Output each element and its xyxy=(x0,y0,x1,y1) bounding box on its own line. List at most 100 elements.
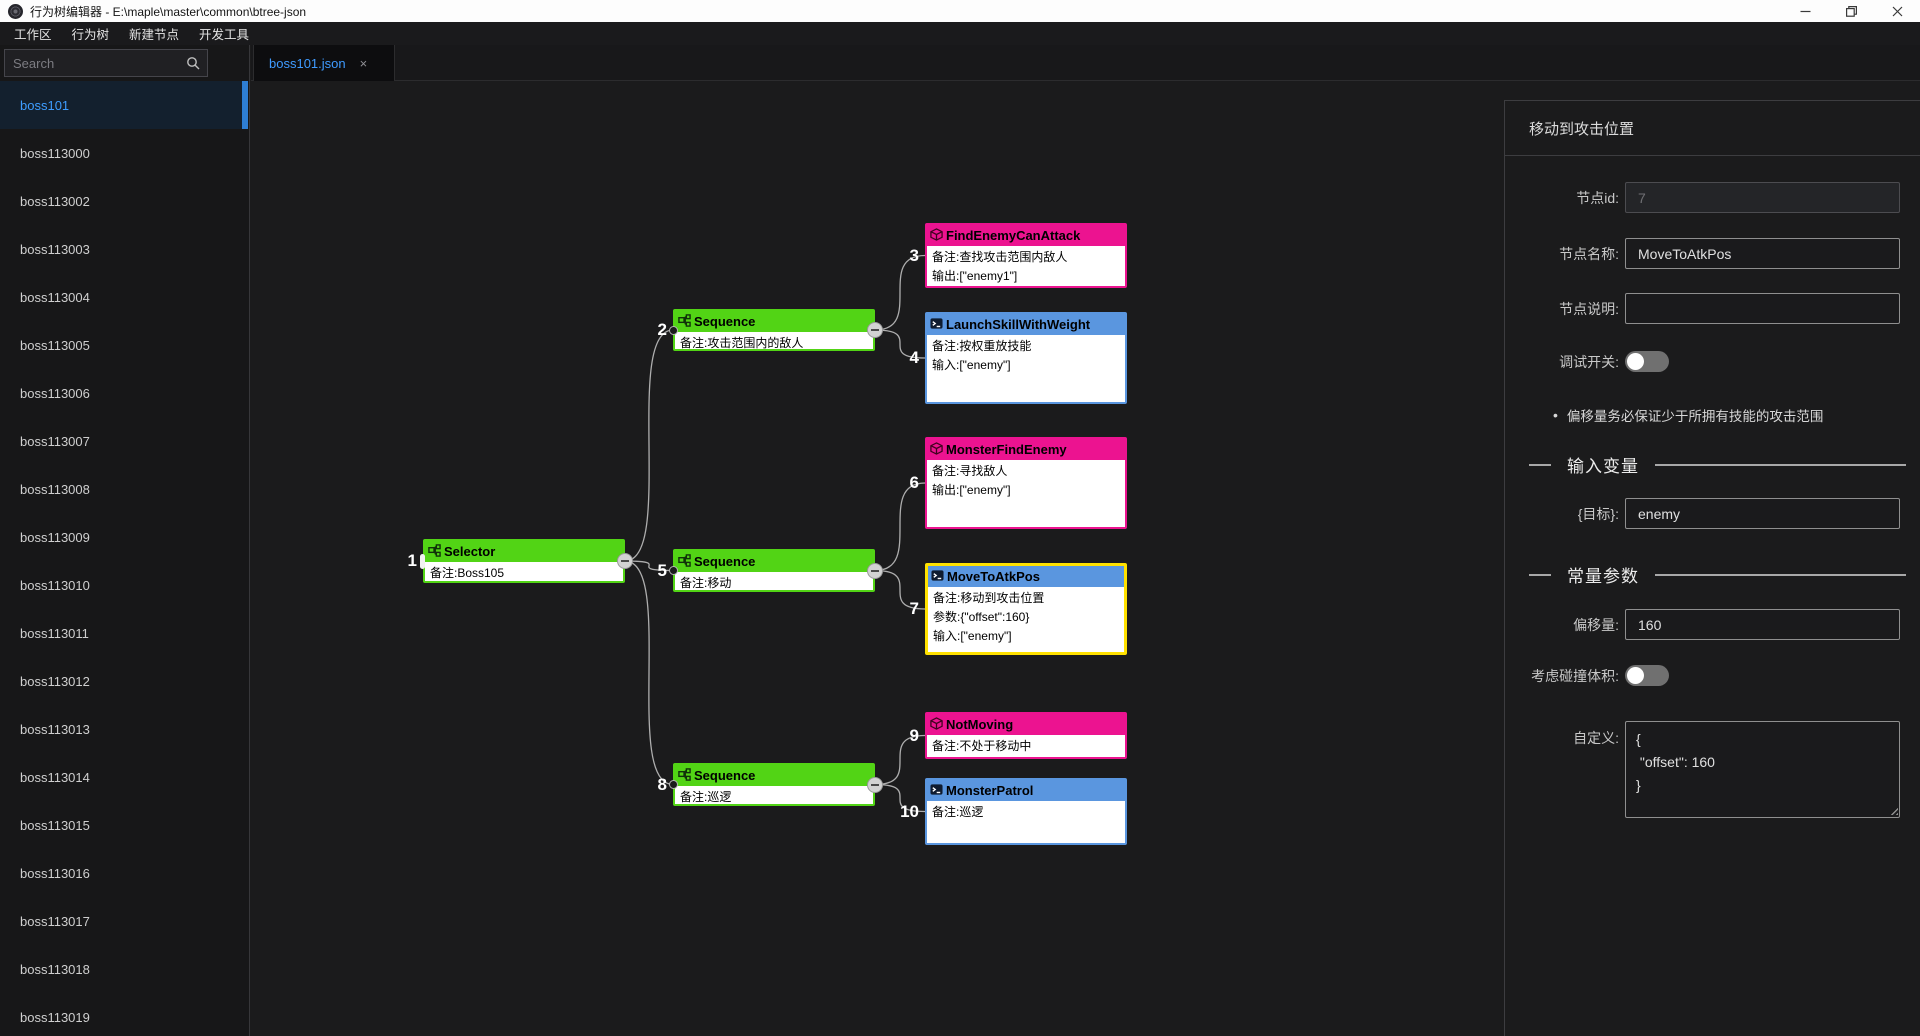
sidebar-item-boss113017[interactable]: boss113017 xyxy=(0,897,248,945)
sidebar-item-label: boss113002 xyxy=(20,193,90,209)
sidebar-item-boss113013[interactable]: boss113013 xyxy=(0,705,248,753)
node-body-line: 备注:Boss105 xyxy=(430,566,505,580)
cube-icon xyxy=(930,441,943,458)
sidebar-item-label: boss113005 xyxy=(20,337,90,353)
tab-boss101-json[interactable]: boss101.json × xyxy=(253,45,395,81)
menu-item[interactable]: 工作区 xyxy=(14,28,52,42)
input-port-icon xyxy=(669,780,678,789)
node-body: 备注:Boss105 xyxy=(425,562,623,583)
restore-icon xyxy=(1845,5,1857,17)
node-header: MonsterPatrol xyxy=(927,780,1125,801)
sidebar-item-boss113003[interactable]: boss113003 xyxy=(0,225,248,273)
node-body-line: 输出:["enemy"] xyxy=(932,483,1011,497)
sidebar-item-boss113009[interactable]: boss113009 xyxy=(0,513,248,561)
node-header: Sequence xyxy=(675,311,873,332)
menu-item[interactable]: 开发工具 xyxy=(199,28,250,42)
sidebar-item-boss113010[interactable]: boss113010 xyxy=(0,561,248,609)
sidebar-item-boss113006[interactable]: boss113006 xyxy=(0,369,248,417)
hierarchy-icon xyxy=(428,543,441,560)
node-header: MonsterFindEnemy xyxy=(927,439,1125,460)
note-text: 偏移量务必保证少于所拥有技能的攻击范围 xyxy=(1566,409,1824,424)
tree-node-MonsterPatrol[interactable]: MonsterPatrol 备注:巡逻 xyxy=(925,778,1127,845)
sidebar-item-boss113019[interactable]: boss113019 xyxy=(0,993,248,1036)
node-body-line: 备注:不处于移动中 xyxy=(932,739,1032,753)
minimize-button[interactable] xyxy=(1782,0,1828,22)
node-header: MoveToAtkPos xyxy=(928,566,1124,587)
node-body-line: 备注:按权重放技能 xyxy=(932,339,1032,353)
sidebar-item-boss113018[interactable]: boss113018 xyxy=(0,945,248,993)
offset-label: 偏移量: xyxy=(1573,616,1619,633)
sidebar-item-boss113005[interactable]: boss113005 xyxy=(0,321,248,369)
tree-node-LaunchSkillWithWeight[interactable]: LaunchSkillWithWeight 备注:按权重放技能输入:["enemy… xyxy=(925,312,1127,404)
cube-icon xyxy=(930,716,943,733)
node-order-number: 8 xyxy=(657,774,667,794)
node-header: LaunchSkillWithWeight xyxy=(927,314,1125,335)
menu-item[interactable]: 新建节点 xyxy=(129,28,180,42)
sidebar-item-label: boss113013 xyxy=(20,721,90,737)
close-button[interactable] xyxy=(1874,0,1920,22)
search-button[interactable] xyxy=(178,49,208,77)
sidebar-item-label: boss113014 xyxy=(20,769,90,785)
collision-toggle[interactable] xyxy=(1625,665,1669,686)
tab-close-icon[interactable]: × xyxy=(359,55,368,71)
sidebar-item-boss113011[interactable]: boss113011 xyxy=(0,609,248,657)
target-label: {目标}: xyxy=(1577,505,1619,522)
node-body-line: 备注:巡逻 xyxy=(932,805,984,819)
collapse-port[interactable] xyxy=(867,322,883,338)
window-title: 行为树编辑器 - E:\maple\master\common\btree-js… xyxy=(30,4,307,19)
node-name-input[interactable] xyxy=(1625,238,1900,269)
custom-json-textarea[interactable]: { "offset": 160 } xyxy=(1625,721,1900,818)
sidebar-item-label: boss113012 xyxy=(20,673,90,689)
node-title: LaunchSkillWithWeight xyxy=(946,317,1091,332)
custom-label: 自定义: xyxy=(1573,730,1619,746)
sidebar-item-boss113015[interactable]: boss113015 xyxy=(0,801,248,849)
menu-bar: 工作区 行为树 新建节点 开发工具 xyxy=(0,22,1920,45)
collapse-port[interactable] xyxy=(617,553,633,569)
resize-grip-icon[interactable] xyxy=(1888,805,1898,815)
sidebar-item-label: boss113015 xyxy=(20,817,90,833)
target-input[interactable] xyxy=(1625,498,1900,529)
offset-input[interactable] xyxy=(1625,609,1900,640)
sidebar-item-label: boss113003 xyxy=(20,241,90,257)
sidebar-item-boss113016[interactable]: boss113016 xyxy=(0,849,248,897)
tree-node-MonsterFindEnemy[interactable]: MonsterFindEnemy 备注:寻找敌人输出:["enemy"] xyxy=(925,437,1127,529)
node-header: Sequence xyxy=(675,765,873,786)
node-order-number: 4 xyxy=(909,348,919,367)
sidebar-item-boss113000[interactable]: boss113000 xyxy=(0,129,248,177)
node-order-number: 1 xyxy=(407,551,417,570)
debug-toggle[interactable] xyxy=(1625,351,1669,372)
sidebar-item-boss113002[interactable]: boss113002 xyxy=(0,177,248,225)
node-body: 备注:移动 xyxy=(675,572,873,593)
collapse-port[interactable] xyxy=(867,562,883,579)
node-order-number: 5 xyxy=(657,560,667,580)
node-name-label: 节点名称: xyxy=(1559,245,1619,262)
node-order-number: 9 xyxy=(909,725,919,745)
toggle-knob xyxy=(1627,667,1644,684)
node-body-line: 输入:["enemy"] xyxy=(932,358,1011,372)
sidebar-item-boss101[interactable]: boss101 xyxy=(0,81,248,129)
node-body-line: 备注:寻找敌人 xyxy=(932,464,1008,478)
sidebar-item-boss113014[interactable]: boss113014 xyxy=(0,753,248,801)
title-bar: 行为树编辑器 - E:\maple\master\common\btree-js… xyxy=(0,0,1920,22)
search-input[interactable] xyxy=(4,49,179,77)
restore-button[interactable] xyxy=(1828,0,1874,22)
menu-item[interactable]: 行为树 xyxy=(71,28,110,42)
sidebar-item-boss113004[interactable]: boss113004 xyxy=(0,273,248,321)
collapse-port[interactable] xyxy=(867,776,883,793)
sidebar-item-boss113012[interactable]: boss113012 xyxy=(0,657,248,705)
input-port-icon xyxy=(669,325,678,335)
node-title: Sequence xyxy=(694,314,756,329)
sidebar-item-boss113007[interactable]: boss113007 xyxy=(0,417,248,465)
node-desc-input[interactable] xyxy=(1625,293,1900,324)
sidebar-item-boss113008[interactable]: boss113008 xyxy=(0,465,248,513)
